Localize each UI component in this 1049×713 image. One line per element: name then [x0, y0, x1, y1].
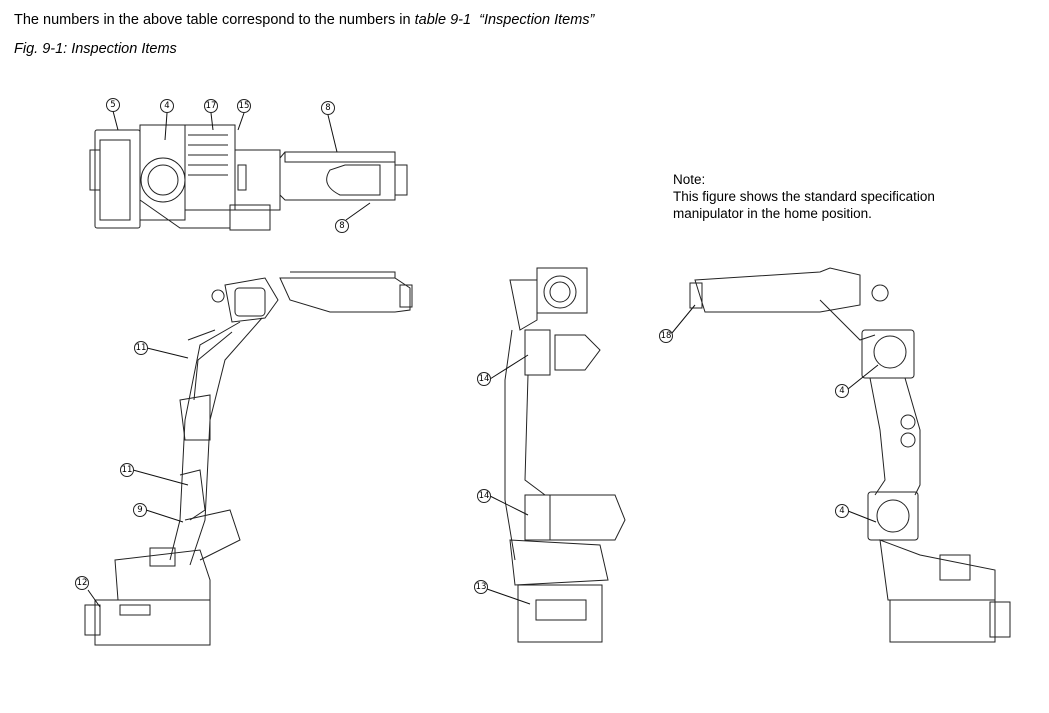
callout-4-right-lower: 4: [835, 504, 849, 518]
intro-sentence: The numbers in the above table correspon…: [14, 12, 415, 28]
svg-text:8: 8: [325, 103, 330, 113]
callout-11-upper: 11: [134, 341, 148, 355]
svg-text:14: 14: [479, 374, 490, 384]
callout-18: 18: [659, 329, 673, 343]
svg-text:4: 4: [839, 386, 844, 396]
note-block: Note: This figure shows the standard spe…: [673, 171, 935, 222]
callout-14-upper: 14: [477, 372, 491, 386]
svg-text:11: 11: [122, 465, 133, 475]
svg-text:11: 11: [136, 343, 147, 353]
svg-text:18: 18: [661, 331, 672, 341]
top-view: [89, 124, 408, 231]
note-heading: Note:: [673, 172, 706, 187]
svg-text:12: 12: [77, 578, 88, 588]
callout-17: 17: [204, 99, 218, 113]
side-view-left: [84, 271, 413, 646]
svg-text:9: 9: [137, 505, 142, 515]
svg-text:15: 15: [239, 101, 250, 111]
leader-lines: [87, 110, 879, 608]
svg-text:5: 5: [110, 100, 115, 110]
callout-11-lower: 11: [120, 463, 134, 477]
note-line-2: manipulator in the home position.: [673, 206, 872, 221]
callout-5: 5: [106, 98, 120, 112]
table-title-reference: “Inspection Items”: [479, 12, 595, 28]
side-view-right: [689, 267, 1011, 643]
svg-text:4: 4: [839, 506, 844, 516]
svg-text:13: 13: [476, 582, 487, 592]
callout-8-upper: 8: [321, 101, 335, 115]
callout-8-lower: 8: [335, 219, 349, 233]
callouts: 5 4 17 15 8 8 11 11 9 12 14 14 13 18 4 4: [75, 98, 849, 594]
callout-13: 13: [474, 580, 488, 594]
callout-12: 12: [75, 576, 89, 590]
intro-text: The numbers in the above table correspon…: [14, 12, 594, 28]
callout-15: 15: [237, 99, 251, 113]
note-line-1: This figure shows the standard specifica…: [673, 189, 935, 204]
figure-caption: Fig. 9-1: Inspection Items: [14, 41, 177, 57]
callout-9: 9: [133, 503, 147, 517]
callout-4-top: 4: [160, 99, 174, 113]
front-view: [504, 267, 626, 643]
table-reference: table 9-1: [414, 12, 472, 28]
svg-text:17: 17: [206, 101, 217, 111]
svg-text:8: 8: [339, 221, 344, 231]
svg-text:4: 4: [164, 101, 169, 111]
callout-14-lower: 14: [477, 489, 491, 503]
svg-text:14: 14: [479, 491, 490, 501]
callout-4-right-upper: 4: [835, 384, 849, 398]
